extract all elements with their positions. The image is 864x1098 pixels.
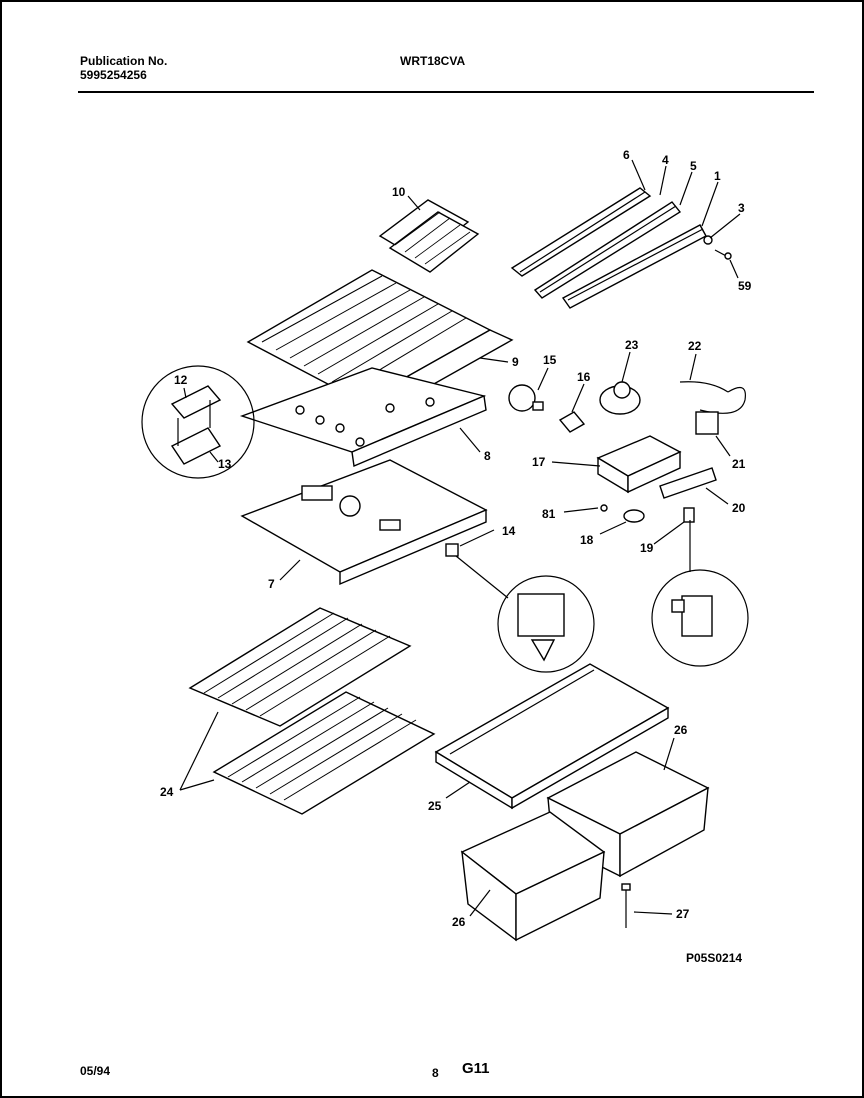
callout-81: 81: [542, 507, 556, 521]
callout-5: 5: [690, 159, 697, 173]
callout-24: 24: [160, 785, 174, 799]
footer-page-number: 8: [432, 1066, 439, 1080]
callout-26-lower: 26: [452, 915, 466, 929]
crisper-cover: [434, 663, 670, 810]
callout-27: 27: [676, 907, 690, 921]
callout-12: 12: [174, 373, 188, 387]
crisper-drawers: [460, 751, 710, 942]
callout-1: 1: [714, 169, 721, 183]
callout-9: 9: [512, 355, 519, 369]
publication-label: Publication No.: [80, 54, 168, 68]
callout-4: 4: [662, 153, 669, 167]
callout-6: 6: [623, 148, 630, 162]
callout-13: 13: [218, 457, 232, 471]
callout-10: 10: [392, 185, 406, 199]
footer-date: 05/94: [80, 1064, 111, 1078]
divider-panel: [240, 459, 488, 586]
callout-3: 3: [738, 201, 745, 215]
inset-ice-bins: [141, 365, 255, 479]
diagram-code: P05S0214: [686, 951, 742, 965]
callout-18: 18: [580, 533, 594, 547]
light-and-controls: [508, 381, 746, 433]
callout-7: 7: [268, 577, 275, 591]
callout-19: 19: [640, 541, 654, 555]
header-rule: [78, 91, 814, 93]
switch-inset: [651, 520, 749, 667]
callout-25: 25: [428, 799, 442, 813]
callout-23: 23: [625, 338, 639, 352]
callout-22: 22: [688, 339, 702, 353]
light-switch-part: [445, 543, 595, 673]
ice-cube-trays: [378, 199, 480, 273]
model-number: WRT18CVA: [400, 54, 466, 68]
callout-21: 21: [732, 457, 746, 471]
control-housing: [596, 411, 719, 523]
publication-number: 5995254256: [80, 68, 147, 82]
callout-26-upper: 26: [674, 723, 688, 737]
callout-17: 17: [532, 455, 546, 469]
leader-lines: [179, 159, 741, 917]
freezer-floor-panel: [239, 367, 487, 467]
footer-section: G11: [462, 1060, 490, 1077]
wire-shelves: [188, 607, 436, 815]
callout-59: 59: [738, 279, 752, 293]
callout-20: 20: [732, 501, 746, 515]
callout-15: 15: [543, 353, 557, 367]
shelf-rail-assembly: [510, 187, 732, 309]
callout-labels: 6 4 5 1 3 59 10 9 15 16 23 22 12 13 8 17…: [160, 148, 752, 929]
screw-part: [621, 883, 631, 928]
callout-8: 8: [484, 449, 491, 463]
callout-16: 16: [577, 370, 591, 384]
callout-14: 14: [502, 524, 516, 538]
